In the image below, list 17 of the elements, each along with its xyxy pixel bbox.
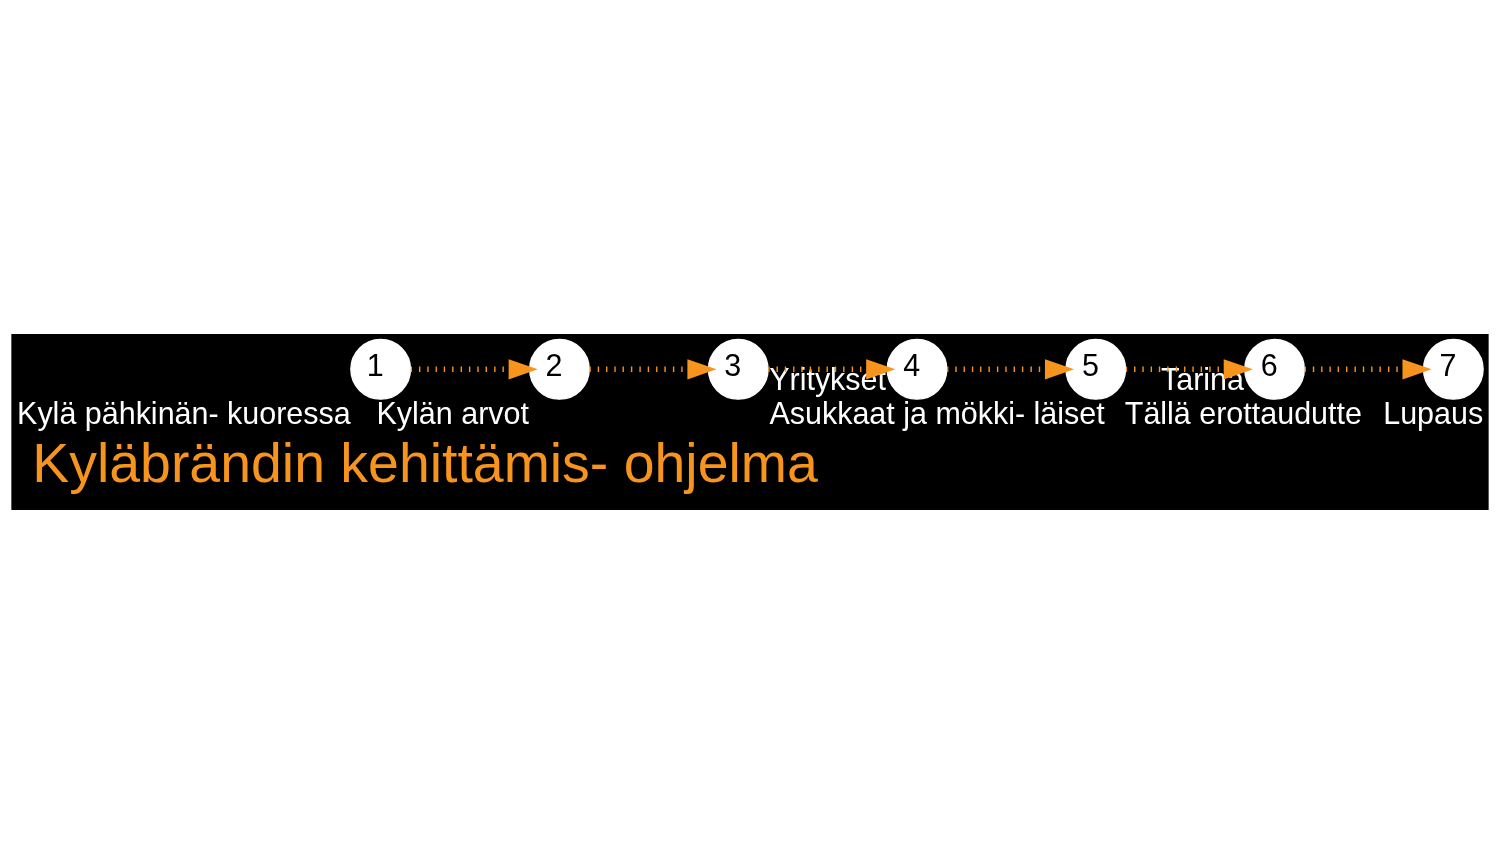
node-circle: 1 [350,338,412,400]
arrow [1125,359,1253,380]
arrow [768,359,896,380]
node-circle: 3 [707,338,769,400]
node-circle: 2 [528,338,590,400]
node-circle: 4 [886,338,948,400]
arrow [589,359,717,380]
arrow [1304,359,1432,380]
arrow [410,359,538,380]
node-label: Yritykset [769,362,887,397]
node-circle: 5 [1065,338,1127,400]
arrow [947,359,1075,380]
diagram-title: Kyläbrändin kehittämis- ohjelma [32,432,818,495]
node-label: Tarina [1160,362,1244,397]
node-circle: 7 [1422,338,1484,400]
node-label: Kylä pähkinän- kuoressa [17,395,351,430]
node-circle: 6 [1244,338,1306,400]
